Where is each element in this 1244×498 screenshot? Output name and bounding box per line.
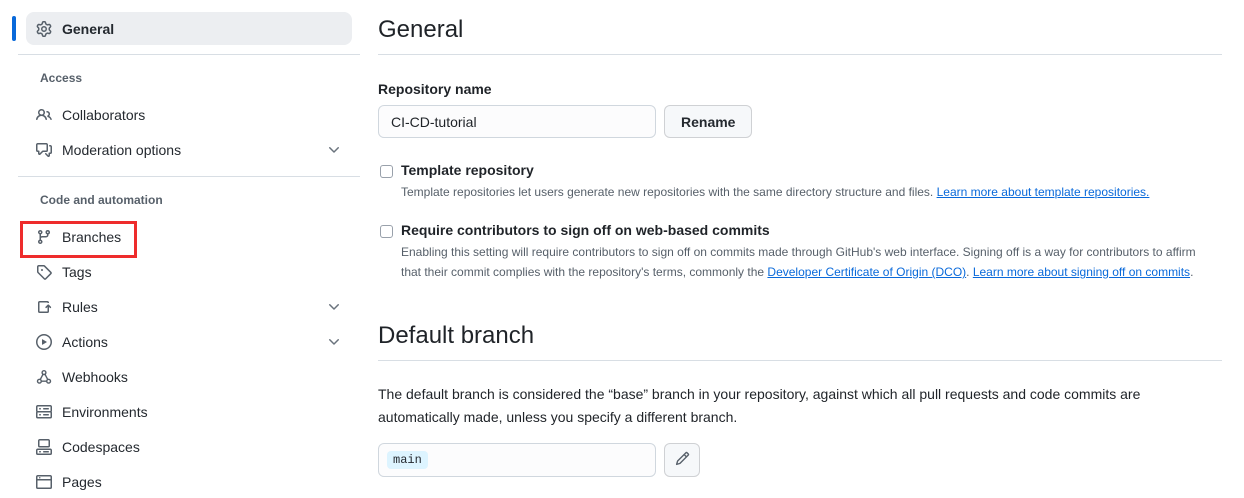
description-text: Enabling this setting will require contr… bbox=[401, 245, 1196, 279]
gear-icon bbox=[36, 20, 52, 37]
server-icon bbox=[36, 404, 52, 420]
sidebar-item-label: Moderation options bbox=[62, 141, 182, 158]
sidebar-item-label: Actions bbox=[62, 333, 108, 350]
sidebar-item-tags[interactable]: Tags bbox=[26, 254, 352, 289]
default-branch-field[interactable]: main bbox=[378, 443, 656, 477]
sidebar-item-rules[interactable]: Rules bbox=[26, 289, 352, 324]
edit-branch-button[interactable] bbox=[664, 443, 700, 477]
signoff-description: Enabling this setting will require contr… bbox=[401, 242, 1196, 282]
template-repositories-link[interactable]: Learn more about template repositories. bbox=[936, 185, 1150, 199]
template-repository-setting: Template repository Template repositorie… bbox=[378, 162, 1222, 202]
section-title: Access bbox=[40, 71, 83, 85]
signoff-label[interactable]: Require contributors to sign off on web-… bbox=[401, 222, 770, 238]
sidebar-item-general[interactable]: General bbox=[12, 12, 352, 45]
git-branch-icon bbox=[36, 229, 52, 245]
sidebar-item-moderation-options[interactable]: Moderation options bbox=[26, 132, 352, 167]
default-branch-heading: Default branch bbox=[378, 322, 1222, 361]
sidebar-item-webhooks[interactable]: Webhooks bbox=[26, 359, 352, 394]
rules-icon bbox=[36, 299, 52, 315]
play-icon bbox=[36, 333, 52, 350]
description-text: . bbox=[1190, 265, 1194, 279]
tag-icon bbox=[36, 264, 52, 280]
signoff-commits-link[interactable]: Learn more about signing off on commits bbox=[972, 265, 1191, 279]
pencil-icon bbox=[675, 451, 690, 469]
sidebar-item-actions[interactable]: Actions bbox=[26, 324, 352, 359]
description-text: . bbox=[966, 265, 973, 279]
settings-sidebar: General Access Collaborators Moderation … bbox=[0, 0, 370, 498]
sidebar-divider bbox=[18, 54, 360, 55]
sidebar-item-label: General bbox=[62, 20, 115, 37]
rename-button[interactable]: Rename bbox=[664, 105, 753, 138]
comment-discussion-icon bbox=[36, 142, 52, 158]
codespaces-icon bbox=[36, 438, 52, 455]
description-text: Template repositories let users generate… bbox=[401, 185, 934, 199]
browser-icon bbox=[36, 474, 52, 490]
sidebar-item-environments[interactable]: Environments bbox=[26, 394, 352, 429]
sidebar-section-access: Access Collaborators Moderation options bbox=[0, 71, 370, 167]
sidebar-item-pages[interactable]: Pages bbox=[26, 464, 352, 498]
sidebar-divider bbox=[18, 176, 360, 177]
sidebar-item-label: Tags bbox=[62, 263, 92, 280]
sidebar-item-label: Branches bbox=[62, 228, 122, 245]
chevron-down-icon[interactable] bbox=[326, 334, 342, 350]
sidebar-item-label: Rules bbox=[62, 298, 98, 315]
signoff-checkbox[interactable] bbox=[380, 225, 393, 238]
sidebar-section-code-and-automation: Code and automation Branches Tags Rules bbox=[0, 193, 370, 498]
template-repository-description: Template repositories let users generate… bbox=[401, 182, 1222, 202]
page-title: General bbox=[378, 16, 1222, 55]
default-branch-description: The default branch is considered the “ba… bbox=[378, 386, 1141, 425]
template-repository-label[interactable]: Template repository bbox=[401, 162, 534, 178]
sidebar-item-branches[interactable]: Branches bbox=[26, 219, 352, 254]
template-repository-checkbox[interactable] bbox=[380, 165, 393, 178]
repository-name-label: Repository name bbox=[378, 81, 492, 97]
sidebar-item-label: Webhooks bbox=[62, 368, 128, 385]
sidebar-item-collaborators[interactable]: Collaborators bbox=[26, 97, 352, 132]
section-title: Code and automation bbox=[40, 193, 163, 207]
webhook-icon bbox=[36, 369, 52, 385]
settings-main-content: General Repository name Rename Template … bbox=[378, 0, 1222, 498]
branch-name-token: main bbox=[387, 451, 428, 469]
repository-name-input[interactable] bbox=[378, 105, 656, 138]
sidebar-item-codespaces[interactable]: Codespaces bbox=[26, 429, 352, 464]
people-icon bbox=[36, 107, 52, 123]
signoff-setting: Require contributors to sign off on web-… bbox=[378, 222, 1222, 282]
sidebar-item-label: Pages bbox=[62, 473, 102, 490]
chevron-down-icon[interactable] bbox=[326, 299, 342, 315]
sidebar-item-label: Environments bbox=[62, 403, 148, 420]
sidebar-item-label: Collaborators bbox=[62, 106, 146, 123]
dco-link[interactable]: Developer Certificate of Origin (DCO) bbox=[767, 265, 967, 279]
sidebar-item-label: Codespaces bbox=[62, 438, 140, 455]
chevron-down-icon[interactable] bbox=[326, 142, 342, 158]
